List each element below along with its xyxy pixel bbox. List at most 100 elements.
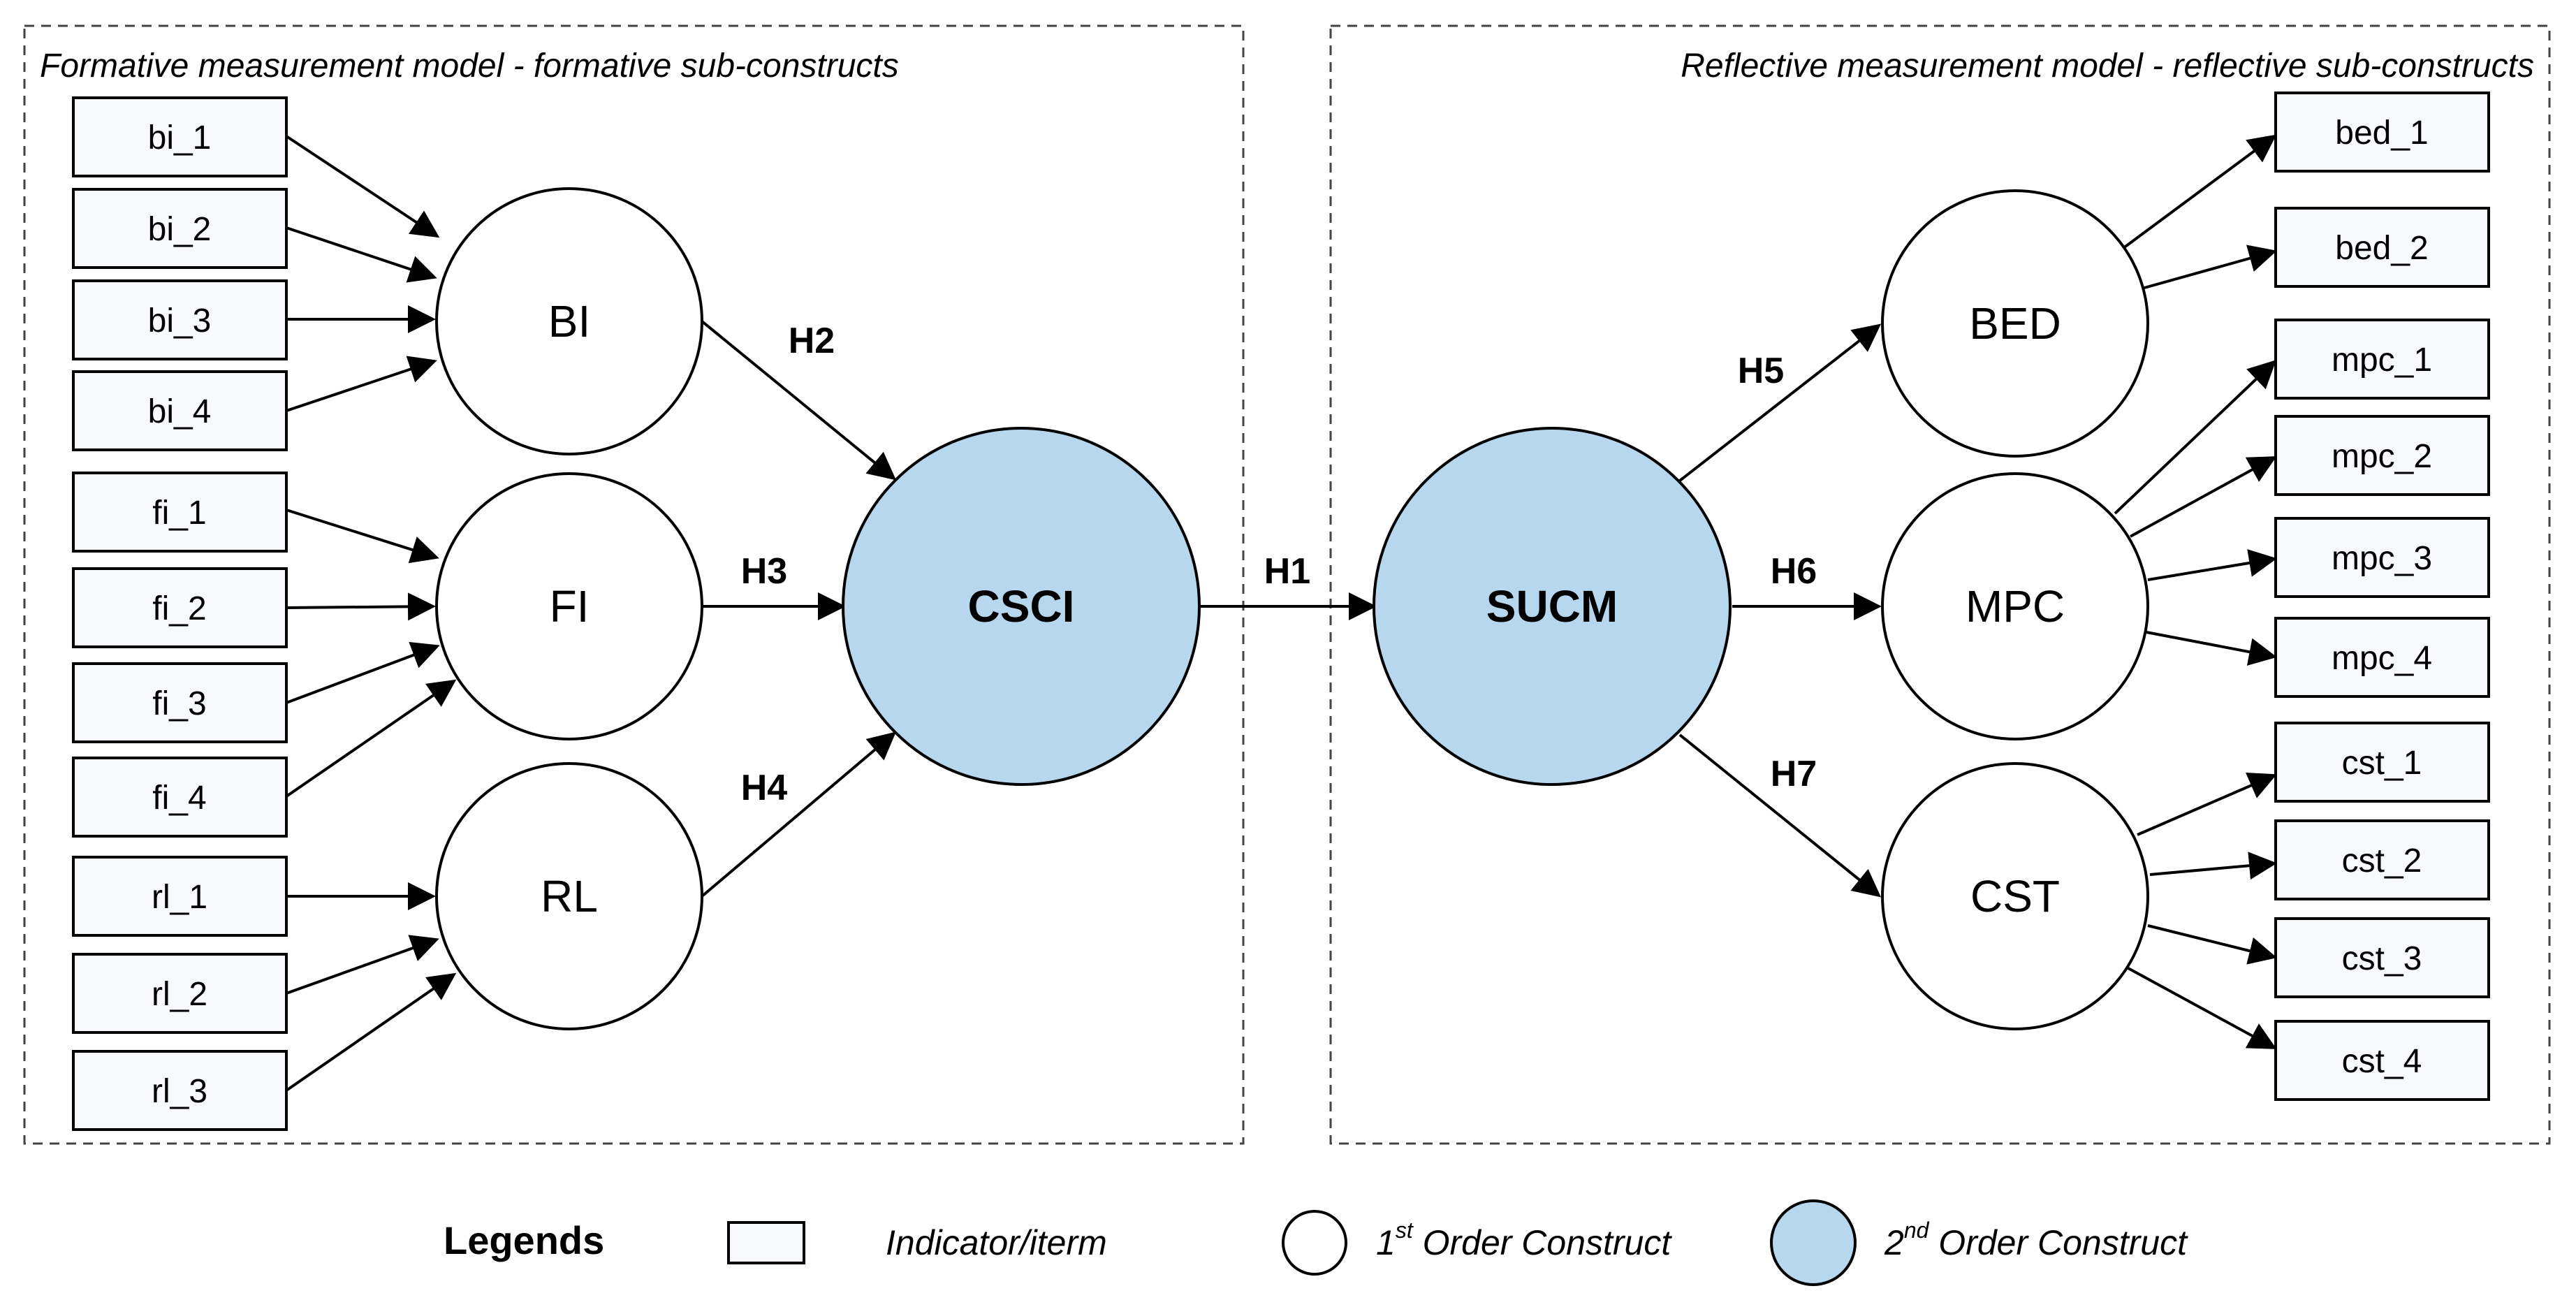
- arrow-bed-bed2: [2144, 244, 2277, 289]
- legend: Legends Indicator/iterm 1st Order Constr…: [444, 1199, 2188, 1286]
- legend-second-order-number: 2: [1884, 1223, 1904, 1262]
- arrow-mpc-mpc1: [2114, 360, 2276, 515]
- arrow-mpc-mpc2: [2130, 456, 2277, 538]
- construct-cst: [1881, 762, 2149, 1030]
- construct-mpc: [1881, 472, 2149, 740]
- indicator-box: [72, 856, 288, 937]
- hypothesis-h4: H4: [741, 768, 788, 808]
- indicator-box: [72, 279, 288, 360]
- indicator-label: cst_4: [2342, 1043, 2422, 1080]
- indicator-label: bed_2: [2335, 230, 2428, 267]
- legend-first-order-superscript: st: [1396, 1218, 1414, 1243]
- hypothesis-h7: H7: [1771, 754, 1817, 794]
- indicator-box: [72, 757, 288, 838]
- legend-indicator-label: Indicator/iterm: [886, 1223, 1107, 1262]
- indicator-label: bi_1: [148, 119, 212, 156]
- legend-second-order-label: 2nd Order Construct: [1884, 1218, 2188, 1262]
- hypothesis-h5: H5: [1738, 351, 1784, 391]
- indicator-box: [2274, 617, 2490, 698]
- arrow-cst-cst4: [2126, 966, 2277, 1049]
- indicator-label: cst_1: [2342, 745, 2422, 782]
- indicator-label: mpc_3: [2332, 540, 2432, 577]
- indicator-box: [72, 472, 288, 553]
- indicator-box: [2274, 319, 2490, 400]
- indicator-label: rl_1: [152, 879, 207, 916]
- indicator-label: fi_3: [152, 685, 206, 722]
- arrow-rl2-rl: [286, 935, 439, 995]
- construct-bed-label: BED: [1969, 298, 2061, 349]
- hypothesis-h3: H3: [741, 551, 787, 592]
- arrow-rl3-rl: [285, 972, 457, 1092]
- arrow-bi4-bi: [286, 356, 437, 412]
- construct-fi-label: FI: [550, 581, 590, 631]
- legend-second-order-text: Order Construct: [1929, 1223, 2188, 1262]
- indicator-label: bi_3: [148, 302, 212, 339]
- hypothesis-h2: H2: [789, 321, 835, 361]
- indicator-label: mpc_1: [2332, 342, 2432, 379]
- indicator-box: [2274, 92, 2490, 173]
- second-order-constructs: CSCI SUCM: [842, 427, 1732, 786]
- indicator-box: [2274, 917, 2490, 998]
- arrow-cst-cst2: [2149, 852, 2277, 880]
- legend-indicator-swatch: [727, 1221, 805, 1264]
- legend-first-order-label: 1st Order Construct: [1376, 1218, 1672, 1262]
- construct-bed: [1881, 189, 2149, 458]
- indicator-box: [2274, 1020, 2490, 1101]
- legend-second-order-superscript: nd: [1904, 1218, 1930, 1243]
- reflective-panel-title: Reflective measurement model - reflectiv…: [1681, 48, 2534, 85]
- indicator-box: [72, 1050, 288, 1131]
- arrow-sucm-cst: [1678, 733, 1882, 898]
- indicator-label: bi_4: [148, 393, 212, 430]
- formative-indicators: bi_1 bi_2 bi_3 bi_4 fi_1 fi_2 fi_3 fi_4 …: [72, 96, 288, 1131]
- legend-title: Legends: [444, 1218, 604, 1262]
- indicator-label: fi_4: [152, 780, 206, 817]
- hypothesis-h1: H1: [1264, 551, 1310, 592]
- legend-first-order-number: 1: [1376, 1223, 1396, 1262]
- formative-panel: [23, 24, 1245, 1145]
- reflective-indicators: bed_1 bed_2 mpc_1 mpc_2 mpc_3 mpc_4 cst_…: [2274, 92, 2490, 1101]
- indicator-box: [2274, 819, 2490, 900]
- indicator-label: fi_2: [152, 590, 206, 627]
- indicator-label: fi_1: [152, 495, 206, 532]
- legend-first-order-swatch: [1282, 1210, 1347, 1276]
- indicator-label: bed_1: [2335, 115, 2428, 152]
- indicator-box: [2274, 517, 2490, 598]
- construct-mpc-label: MPC: [1966, 581, 2065, 631]
- indicator-box: [2274, 415, 2490, 496]
- indicator-box: [72, 96, 288, 177]
- indicator-box: [2274, 722, 2490, 803]
- arrow-fi2-fi: [286, 592, 436, 621]
- arrow-cst-cst3: [2147, 924, 2277, 965]
- indicator-label: bi_2: [148, 211, 212, 248]
- indicator-label: mpc_2: [2332, 438, 2432, 475]
- formative-arrows: [285, 134, 2277, 1092]
- indicator-box: [72, 662, 288, 743]
- indicator-label: rl_2: [152, 976, 207, 1013]
- construct-fi: [435, 472, 703, 740]
- arrow-bi-csci: [701, 320, 897, 481]
- arrow-mpc-mpc4: [2146, 631, 2277, 666]
- indicator-box: [2274, 207, 2490, 288]
- reflective-panel: [1329, 24, 2551, 1145]
- indicator-box: [72, 370, 288, 451]
- construct-csci-label: CSCI: [968, 581, 1075, 631]
- arrow-fi1-fi: [286, 509, 439, 564]
- indicator-label: cst_2: [2342, 842, 2422, 879]
- arrow-fi4-fi: [285, 679, 457, 798]
- construct-sucm: [1373, 427, 1732, 786]
- formative-panel-title: Formative measurement model - formative …: [40, 48, 899, 85]
- arrow-rl-csci: [701, 731, 897, 898]
- arrow-fi3-fi: [286, 641, 440, 704]
- construct-csci: [842, 427, 1201, 786]
- indicator-box: [72, 953, 288, 1034]
- arrow-cst-cst1: [2137, 772, 2277, 836]
- arrow-mpc-mpc3: [2147, 549, 2277, 581]
- indicator-box: [72, 188, 288, 269]
- construct-bi: [435, 187, 703, 455]
- indicator-label: cst_3: [2342, 940, 2422, 977]
- indicator-box: [72, 567, 288, 648]
- legend-second-order-swatch: [1770, 1199, 1857, 1286]
- legend-first-order-text: Order Construct: [1413, 1223, 1673, 1262]
- arrow-sucm-bed: [1678, 323, 1882, 482]
